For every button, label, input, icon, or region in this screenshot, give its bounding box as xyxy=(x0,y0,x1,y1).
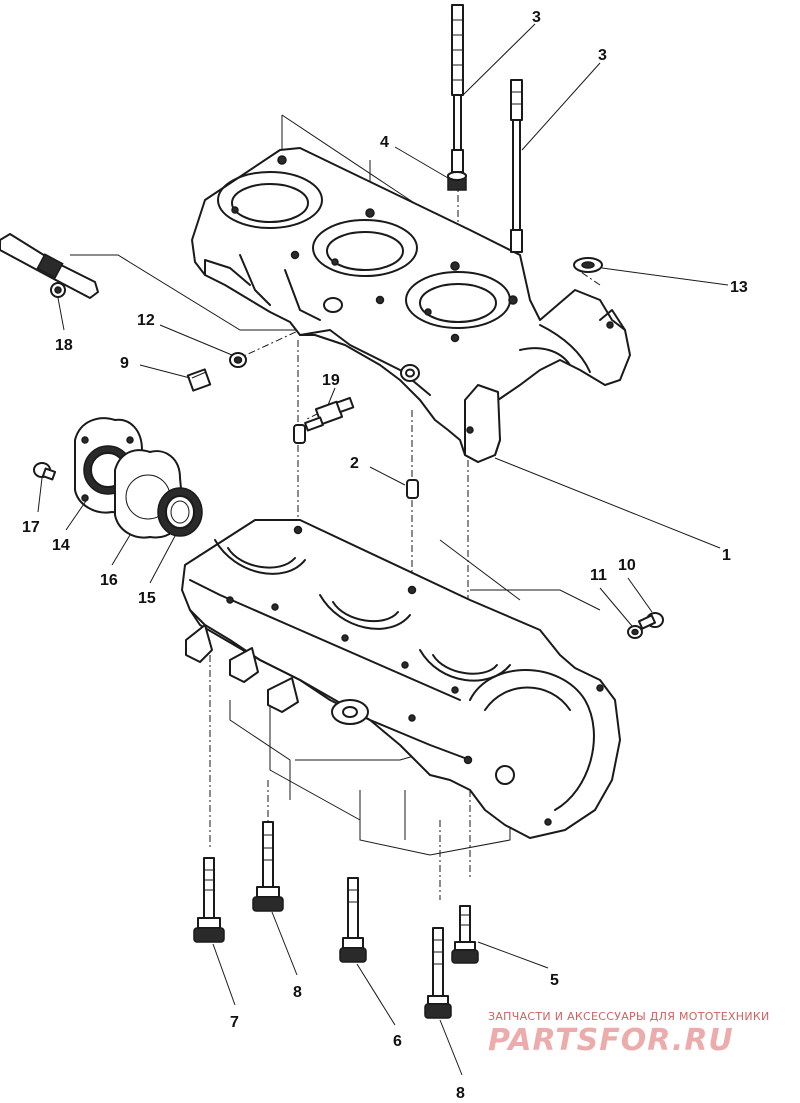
watermark-brand: PARTSFOR.RU xyxy=(488,1023,734,1058)
nut xyxy=(447,171,467,191)
callout-7: 7 xyxy=(230,1014,239,1031)
callout-13: 13 xyxy=(730,279,748,296)
callout-10: 10 xyxy=(618,557,636,574)
callout-2: 2 xyxy=(350,455,359,472)
leader-lines xyxy=(37,23,729,1076)
plug-washer xyxy=(229,352,247,368)
dowel-pins xyxy=(293,424,419,499)
callout-5: 5 xyxy=(550,972,559,989)
callout-12: 12 xyxy=(137,312,155,329)
bolt-7 xyxy=(193,857,225,943)
callout-11: 11 xyxy=(590,567,607,584)
oil-tube xyxy=(0,233,99,299)
fitting xyxy=(304,396,355,432)
callout-3-top-right: 3 xyxy=(598,47,607,64)
callout-4: 4 xyxy=(380,134,389,151)
callout-3-top-left: 3 xyxy=(532,9,541,26)
watermark-caption: ЗАПЧАСТИ И АКСЕССУАРЫ ДЛЯ МОТОТЕХНИКИ xyxy=(488,1010,770,1023)
side-screw xyxy=(637,612,664,630)
stud-left xyxy=(451,4,464,173)
bolt-8-left xyxy=(252,821,284,912)
housing-screw xyxy=(33,462,57,481)
side-washer xyxy=(627,625,643,639)
oil-seal xyxy=(157,487,203,537)
drain-plug xyxy=(186,368,212,392)
callout-1: 1 xyxy=(722,547,731,564)
callout-16: 16 xyxy=(100,572,118,589)
lower-crankcase xyxy=(181,519,621,839)
upper-crankcase xyxy=(191,147,631,463)
callout-8-bottom: 8 xyxy=(456,1085,465,1102)
callout-8-left: 8 xyxy=(293,984,302,1001)
callout-19: 19 xyxy=(322,372,340,389)
bolt-8-right xyxy=(424,927,452,1019)
callout-18: 18 xyxy=(55,337,73,354)
callout-14: 14 xyxy=(52,537,70,554)
callout-15: 15 xyxy=(138,590,156,607)
bolt-6 xyxy=(339,877,367,963)
sealing-washer xyxy=(573,257,603,273)
bolt-5 xyxy=(451,905,479,964)
callout-17: 17 xyxy=(22,519,40,536)
callout-labels: 3 3 4 13 12 9 18 19 2 1 17 14 16 15 11 1… xyxy=(22,9,748,1102)
watermark: ЗАПЧАСТИ И АКСЕССУАРЫ ДЛЯ МОТОТЕХНИКИ PA… xyxy=(488,1010,770,1058)
callout-9: 9 xyxy=(120,355,129,372)
callout-6: 6 xyxy=(393,1033,402,1050)
stud-right xyxy=(510,79,523,253)
